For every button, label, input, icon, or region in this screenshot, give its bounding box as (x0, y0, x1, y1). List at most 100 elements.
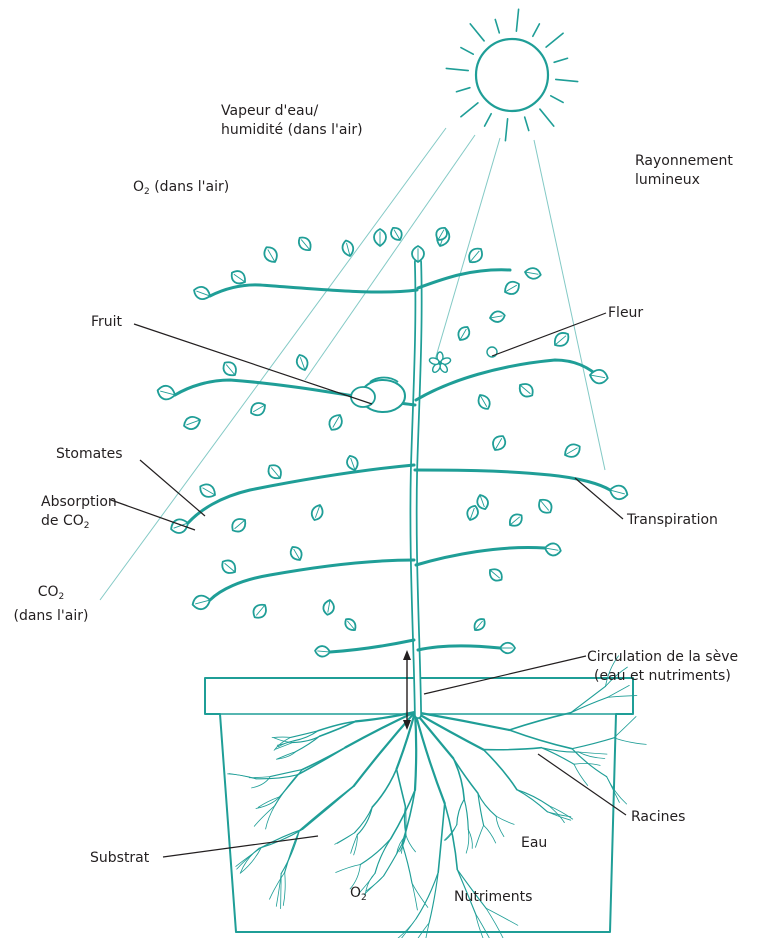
leaf (315, 645, 331, 657)
root-strand (302, 747, 345, 769)
root-strand (541, 748, 574, 765)
leaf (516, 380, 536, 399)
root-strand (277, 752, 296, 760)
root-strand (299, 786, 354, 831)
leaf (455, 324, 472, 342)
root-strand (574, 763, 600, 765)
leaf (343, 616, 359, 633)
label-water-vapour-line2: humidité (dans l'air) (221, 121, 363, 140)
label-roots: Racines (631, 808, 685, 827)
root-strand (402, 844, 412, 883)
sun-icon (446, 9, 577, 140)
sun-disc (476, 39, 548, 111)
label-o2-air: O2 (dans l'air) (133, 178, 229, 202)
label-substrate: Substrat (90, 849, 149, 868)
label-co2-absorption: Absorption de CO2 (41, 493, 117, 536)
label-water-vapour: Vapeur d'eau/ humidité (dans l'air) (221, 102, 363, 140)
leaf (322, 599, 335, 616)
leaf (465, 504, 480, 522)
label-transpiration: Transpiration (627, 511, 718, 530)
leaf (169, 517, 191, 536)
sun-ray (461, 48, 473, 55)
label-stomata: Stomates (56, 445, 123, 464)
sun-ray (554, 58, 567, 62)
leaf (502, 279, 522, 297)
branch (418, 270, 510, 288)
root-strand (335, 833, 355, 845)
light-ray (305, 135, 475, 380)
label-light-radiation: Rayonnement lumineux (635, 152, 733, 190)
sun-ray (551, 96, 563, 103)
root-strand (336, 865, 361, 873)
branch (418, 646, 500, 650)
leaf (465, 245, 485, 266)
sun-ray (485, 114, 492, 126)
label-sap-circulation: Circulation de la sève (eau et nutriment… (587, 648, 738, 686)
root-strand (283, 872, 285, 905)
root-strand (614, 738, 646, 745)
branch (330, 640, 414, 652)
label-flower: Fleur (608, 304, 643, 323)
label-sap-line2: (eau et nutriments) (587, 667, 738, 686)
leaf (220, 359, 239, 379)
flower-drawing (429, 347, 497, 374)
leaf (229, 515, 249, 534)
root-strand (476, 914, 492, 938)
root-strand (438, 803, 445, 872)
leaf (197, 481, 218, 500)
leaf (310, 503, 325, 522)
leaf (489, 310, 506, 323)
root-strand (483, 748, 541, 750)
root-strand (270, 872, 285, 899)
sun-ray (533, 24, 540, 36)
label-sap-line1: Circulation de la sève (587, 648, 738, 667)
leaf (472, 616, 488, 633)
sun-ray (446, 68, 468, 70)
leaf (608, 483, 629, 501)
root-strand (486, 908, 518, 925)
label-co2-air: CO2 (dans l'air) (5, 583, 97, 626)
root-strand (291, 731, 318, 738)
root-strand (384, 844, 403, 876)
sun-ray (461, 103, 478, 117)
leaf (490, 433, 508, 453)
label-o2-soil: O2 (350, 884, 367, 908)
leaf (326, 412, 345, 433)
leaf (562, 441, 583, 460)
leaf (487, 566, 505, 584)
root-strand (354, 835, 358, 855)
root-strand (496, 816, 514, 824)
branch (415, 470, 610, 490)
sun-ray (470, 24, 484, 41)
fruit-drawing (351, 378, 405, 413)
label-fruit: Fruit (91, 313, 122, 332)
root-strand (412, 883, 417, 910)
root-strand (466, 830, 469, 854)
label-water: Eau (521, 834, 547, 853)
root-strand (571, 697, 608, 712)
branch (416, 547, 545, 565)
sun-ray (525, 117, 529, 130)
root-strand (453, 758, 478, 793)
root-strand (476, 914, 486, 938)
branch (210, 560, 414, 600)
leaf (524, 267, 542, 280)
leaf (288, 544, 305, 562)
leaf (248, 400, 268, 418)
label-absorption-line1: Absorption (41, 493, 117, 512)
root-strand (415, 712, 416, 790)
sun-ray (546, 33, 563, 47)
label-nutrients: Nutriments (454, 888, 532, 907)
root-strand (249, 777, 270, 778)
leaf (475, 392, 492, 411)
root-strand (346, 712, 416, 747)
root-strand (464, 799, 468, 829)
root-strand (476, 825, 484, 847)
sap-arrow-head-up (403, 650, 411, 660)
flower-center (438, 361, 442, 365)
leaf (374, 229, 386, 246)
leaf (535, 496, 554, 516)
root-strand (445, 803, 458, 869)
leaf (192, 285, 212, 302)
